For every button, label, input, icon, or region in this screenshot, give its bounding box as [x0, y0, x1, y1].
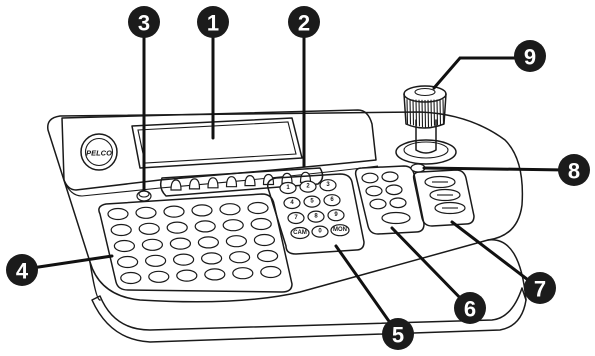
soft-key[interactable] [227, 177, 237, 187]
function-key[interactable] [202, 253, 222, 264]
callout-8: 8 [558, 154, 590, 186]
function-key[interactable] [121, 273, 141, 284]
function-key[interactable] [149, 271, 169, 282]
soft-key[interactable] [282, 173, 292, 183]
camera-key[interactable] [366, 186, 382, 196]
function-key[interactable] [139, 223, 159, 234]
function-key[interactable] [248, 203, 268, 214]
function-key[interactable] [136, 207, 156, 218]
callout-9-number: 9 [524, 45, 536, 70]
callout-1-number: 1 [207, 11, 219, 36]
function-key[interactable] [230, 252, 250, 263]
function-key[interactable] [108, 209, 128, 220]
callout-4-number: 4 [16, 259, 29, 284]
callout-6: 6 [454, 292, 486, 324]
function-key[interactable] [167, 222, 187, 233]
function-key[interactable] [254, 235, 274, 246]
callout-7-number: 7 [534, 277, 546, 302]
callout-6-number: 6 [464, 297, 476, 322]
numeric-key[interactable]: MON [331, 225, 349, 236]
function-key[interactable] [251, 219, 271, 230]
function-key[interactable] [114, 241, 134, 252]
numeric-key[interactable]: 9 [328, 210, 344, 221]
numeric-key[interactable]: 6 [324, 195, 340, 206]
callout-3-number: 3 [138, 11, 150, 36]
callout-3: 3 [128, 6, 160, 38]
callout-leaders [32, 34, 566, 334]
numeric-key[interactable]: 1 [280, 183, 296, 194]
callout-4: 4 [6, 254, 38, 286]
function-key[interactable] [226, 236, 246, 247]
camera-key[interactable] [390, 198, 406, 208]
function-key[interactable] [261, 267, 281, 278]
callout-2-number: 2 [298, 11, 310, 36]
function-key[interactable] [164, 206, 184, 217]
numeric-key[interactable]: 7 [288, 213, 304, 224]
function-key[interactable] [205, 269, 225, 280]
function-key[interactable] [146, 255, 166, 266]
lens-key[interactable] [435, 203, 465, 214]
soft-key[interactable] [190, 179, 200, 189]
soft-key[interactable] [245, 176, 255, 186]
callout-6-leader [392, 228, 468, 306]
function-key[interactable] [195, 221, 215, 232]
numeric-key[interactable]: 5 [304, 196, 320, 207]
joystick[interactable] [396, 86, 456, 164]
lcd-display [132, 118, 302, 168]
numeric-key-label: CAM [293, 230, 307, 236]
function-key[interactable] [142, 239, 162, 250]
function-key[interactable] [198, 237, 218, 248]
callout-8-number: 8 [568, 159, 580, 184]
camera-key[interactable] [382, 172, 398, 182]
callout-5: 5 [382, 318, 414, 350]
menu-button[interactable] [137, 191, 151, 201]
soft-key[interactable] [208, 178, 218, 188]
function-key[interactable] [220, 204, 240, 215]
numeric-key[interactable]: CAM [291, 228, 309, 239]
numeric-key[interactable]: 4 [284, 198, 300, 209]
callout-9: 9 [514, 40, 546, 72]
pelco-logo: PELCO [81, 134, 117, 170]
numeric-key[interactable]: 8 [308, 211, 324, 222]
function-keypad [99, 194, 292, 292]
callout-1: 1 [197, 6, 229, 38]
function-key[interactable] [223, 220, 243, 231]
numeric-key[interactable]: 0 [312, 226, 328, 237]
numeric-key-label: MON [333, 227, 347, 233]
camera-key[interactable] [370, 199, 386, 209]
function-key[interactable] [177, 270, 197, 281]
camera-wide-key[interactable] [382, 213, 410, 224]
callout-9-leader [434, 58, 520, 88]
callout-8-leader [424, 168, 566, 170]
numeric-key[interactable]: 3 [320, 180, 336, 191]
camera-key[interactable] [362, 173, 378, 183]
callout-7: 7 [524, 272, 556, 304]
function-key[interactable] [111, 225, 131, 236]
function-key[interactable] [192, 205, 212, 216]
function-key[interactable] [233, 268, 253, 279]
lens-control-keypad [414, 170, 474, 226]
function-key[interactable] [258, 251, 278, 262]
callout-5-leader [336, 246, 398, 334]
function-key[interactable] [118, 257, 138, 268]
soft-key[interactable] [171, 180, 181, 190]
function-key[interactable] [174, 254, 194, 265]
camera-key[interactable] [386, 185, 402, 195]
lens-key[interactable] [425, 177, 455, 188]
callout-5-number: 5 [392, 323, 404, 348]
callout-2: 2 [288, 6, 320, 38]
callout-4-leader [32, 256, 112, 268]
function-key[interactable] [170, 238, 190, 249]
numeric-key[interactable]: 2 [300, 181, 316, 192]
pelco-logo-text: PELCO [86, 149, 112, 158]
lens-key[interactable] [430, 190, 460, 201]
callout-7-leader [452, 222, 536, 286]
